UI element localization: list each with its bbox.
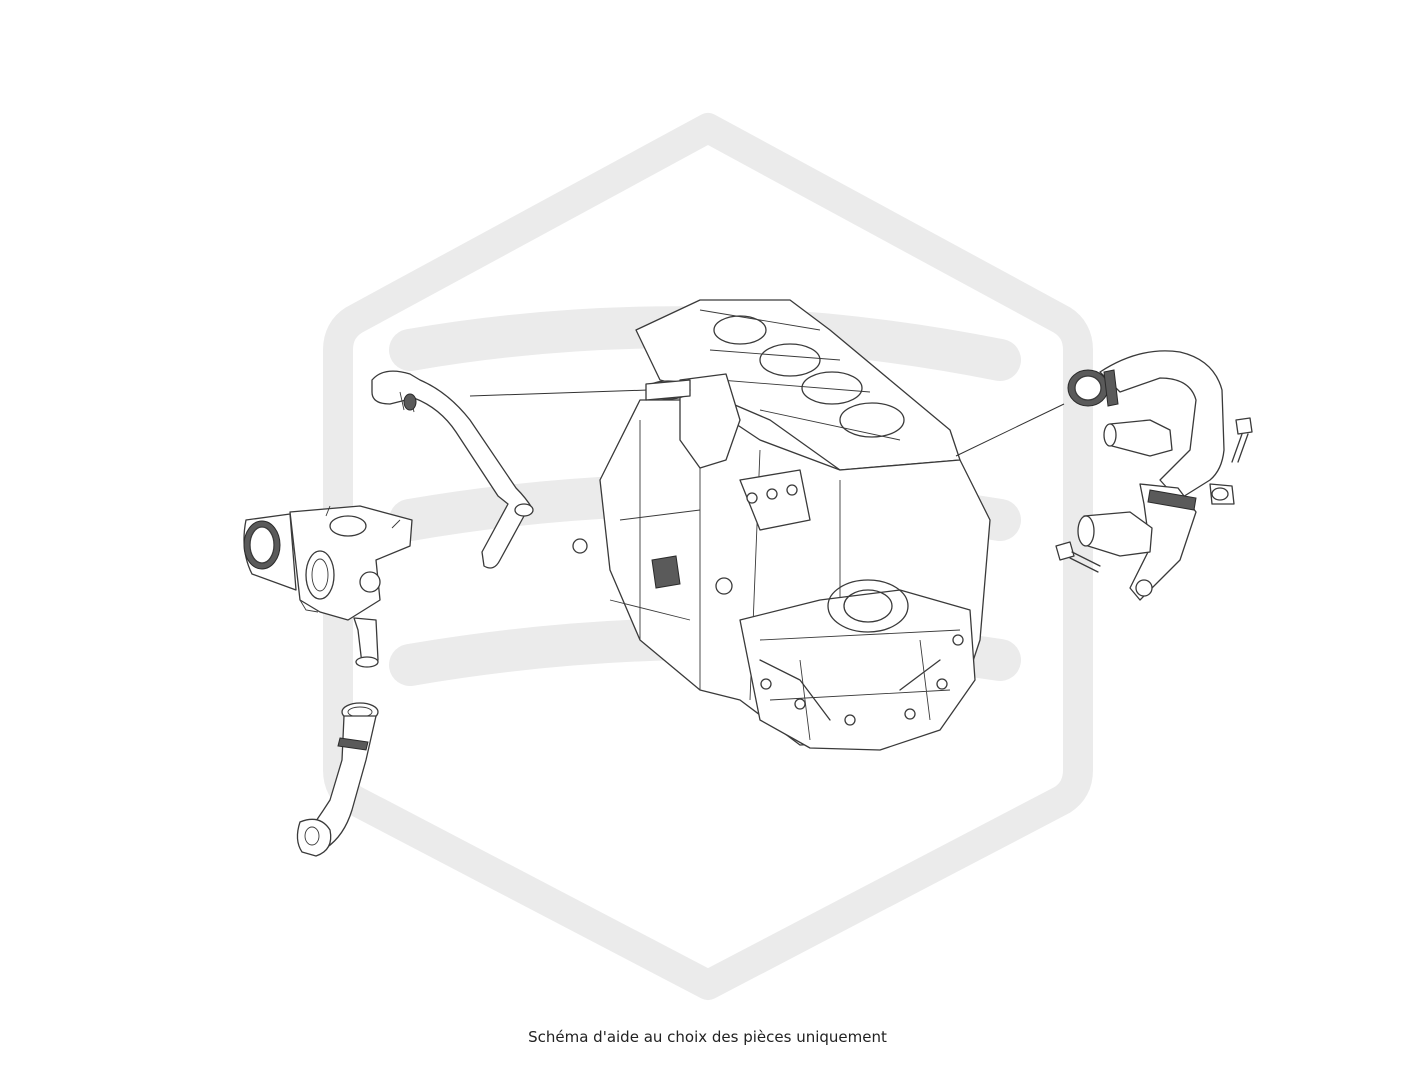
coolant-pipe-assembly (1067, 350, 1235, 601)
leader-upper-hose (469, 389, 649, 397)
thermostat-housing (243, 505, 413, 668)
leader-water-pipe (955, 403, 1065, 457)
upper-bypass-hose (371, 370, 534, 569)
engine-block (572, 299, 991, 751)
diagram-disclaimer: Schéma d'aide au choix des pièces unique… (528, 1028, 887, 1046)
bolt-lower (1055, 541, 1101, 573)
bolt-upper (1231, 417, 1253, 463)
lower-radiator-hose (296, 702, 379, 857)
